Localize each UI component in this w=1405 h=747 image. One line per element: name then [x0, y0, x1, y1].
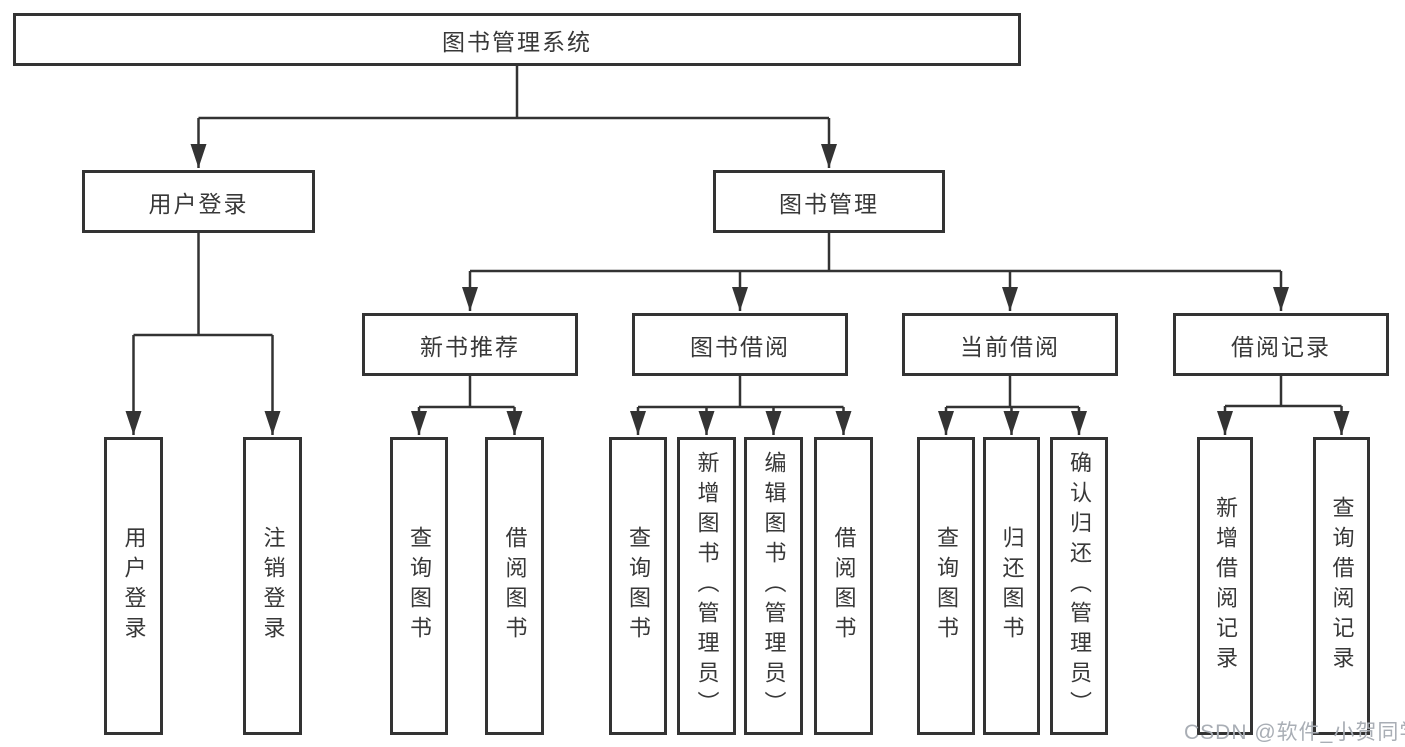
- leaf-borrow-books-recommend: 借阅图书: [485, 437, 544, 735]
- node-library-system-root: 图书管理系统: [13, 13, 1021, 66]
- node-current-borrow: 当前借阅: [902, 313, 1118, 376]
- connector-current-borrow-split: [938, 376, 1087, 435]
- node-book-borrow: 图书借阅: [632, 313, 848, 376]
- leaf-query-borrow-record: 查询借阅记录: [1313, 437, 1370, 735]
- leaf-query-books-recommend: 查询图书: [390, 437, 448, 735]
- leaf-return-books: 归还图书: [983, 437, 1040, 735]
- leaf-query-books-current: 查询图书: [917, 437, 975, 735]
- leaf-borrow-books: 借阅图书: [814, 437, 873, 735]
- node-new-book-recommend: 新书推荐: [362, 313, 578, 376]
- node-user-login: 用户登录: [82, 170, 315, 233]
- watermark: CSDN @软件_小贺同学: [1184, 721, 1405, 744]
- node-book-management: 图书管理: [713, 170, 945, 233]
- leaf-query-books-borrow: 查询图书: [609, 437, 667, 735]
- connector-borrow-records-split: [1217, 376, 1350, 435]
- connector-book-borrow-split: [630, 376, 852, 435]
- leaf-add-books-admin: 新增图书（管理员）: [677, 437, 736, 735]
- leaf-user-login: 用户登录: [104, 437, 163, 735]
- connector-user-login-split: [125, 233, 281, 435]
- leaf-logout: 注销登录: [243, 437, 302, 735]
- leaf-confirm-return-admin: 确认归还（管理员）: [1050, 437, 1108, 735]
- leaf-edit-books-admin: 编辑图书（管理员）: [744, 437, 803, 735]
- leaf-add-borrow-record: 新增借阅记录: [1197, 437, 1253, 735]
- connector-book-mgmt-split: [462, 233, 1289, 311]
- connector-root-split: [190, 66, 837, 168]
- connector-new-book-split: [411, 376, 523, 435]
- node-borrow-records: 借阅记录: [1173, 313, 1389, 376]
